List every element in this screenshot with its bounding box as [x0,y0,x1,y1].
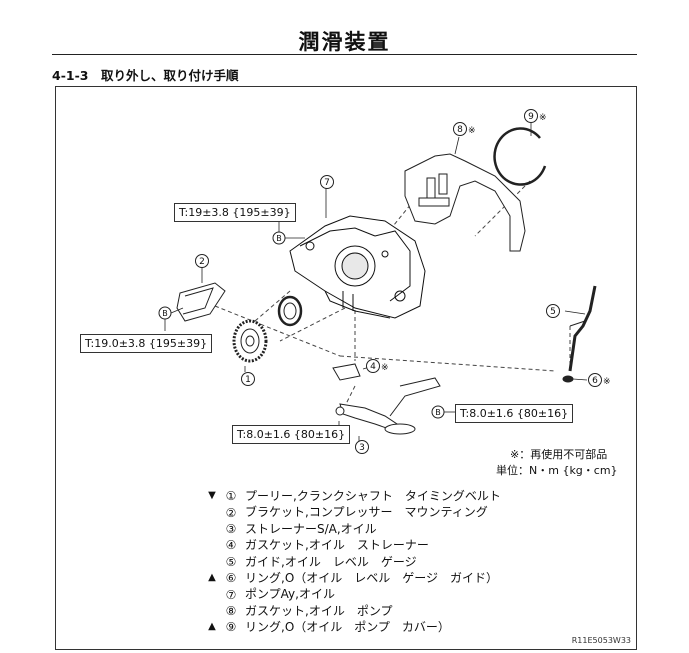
level-gauge-guide [562,285,597,383]
torque-bracket: T:19.0±3.8 {195±39} [80,334,213,353]
figure-frame [55,86,637,650]
b-marker-pump: B [276,234,282,243]
b-marker-bracket: B [162,309,168,318]
torque-guide: T:8.0±1.6 {80±16} [455,404,574,423]
b-marker-guide: B [435,408,441,417]
section-heading: 4-1-3 取り外し、取り付け手順 [52,68,239,83]
callout-3: 3 [359,443,365,453]
torque-strainer: T:8.0±1.6 {80±16} [232,425,351,444]
torque-pump: T:19±3.8 {195±39} [174,203,296,222]
b-markers [158,231,445,419]
callout-8: 8 [457,125,463,135]
callout-6: 6 [592,376,598,386]
oil-pump [289,215,426,319]
callout-2: 2 [199,257,205,267]
crank-seal [277,295,303,327]
callout-4-mark: ※ [381,363,389,373]
callout-8-mark: ※ [468,126,476,136]
o-ring-pump-cover [493,127,547,186]
page-title: 潤滑装置 [298,30,391,54]
callout-5: 5 [550,307,556,317]
callout-9-mark: ※ [539,113,547,123]
exploded-diagram: B B B 7 2 1 3 4 5 [158,109,611,454]
compressor-bracket [176,282,226,322]
figure-code: R11E5053W33 [571,636,631,645]
callout-7: 7 [324,178,330,188]
title-rule [52,54,637,55]
callout-4: 4 [370,362,376,372]
leader-lines [164,123,588,441]
crankshaft-pulley [232,319,268,363]
oil-strainer [335,377,441,435]
note-unit: 単位：N・m {kg・cm} [496,464,618,477]
note-not-reusable: ※：再使用不可部品 [510,448,608,461]
callout-6-mark: ※ [603,377,611,387]
callout-1: 1 [245,375,251,385]
callout-9: 9 [528,112,534,122]
strainer-gasket [332,363,361,381]
pump-gasket [404,153,526,252]
